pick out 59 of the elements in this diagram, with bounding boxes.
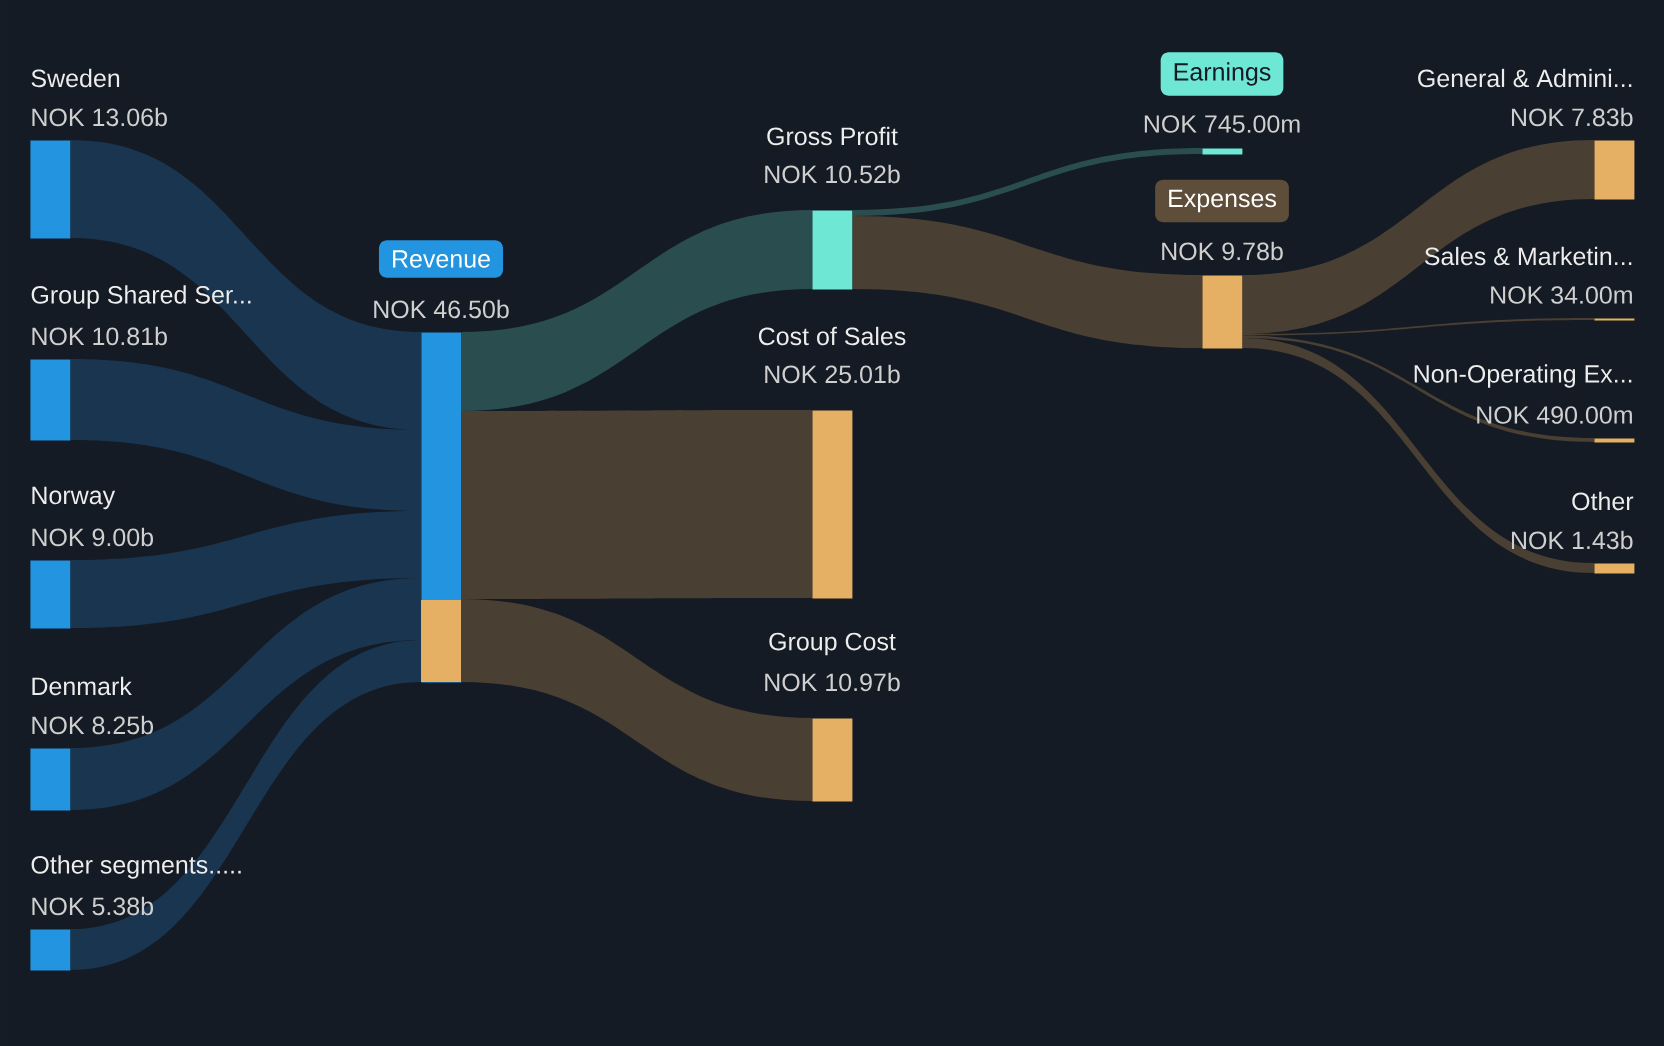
flow-band	[461, 599, 812, 801]
badge: Earnings	[1160, 52, 1284, 96]
flow-band	[1242, 335, 1594, 442]
value-label: NOK 46.50b	[374, 299, 509, 319]
flow-band	[852, 148, 1202, 216]
flow-band	[70, 140, 421, 430]
flow-band	[70, 359, 421, 511]
node-label: Gross Profit	[767, 126, 898, 146]
flow-bar	[1202, 148, 1243, 155]
value-label: NOK 34.00m	[1491, 286, 1632, 304]
node-label: Group Cost	[769, 632, 896, 656]
node-label: General & Admini...	[1418, 68, 1632, 88]
badge: Expenses	[1155, 179, 1289, 223]
value-label: NOK 745.00m	[1144, 115, 1300, 133]
node-label: Norway	[32, 486, 116, 510]
value-label: NOK 1.43b	[1511, 530, 1633, 550]
node-label: Sweden	[31, 68, 120, 88]
flow-bar	[30, 748, 71, 811]
node-label: Cost of Sales	[758, 326, 906, 346]
node-label: Group Shared Ser...	[31, 285, 251, 309]
value-label: NOK 10.81b	[32, 326, 167, 346]
flow-bar	[1202, 275, 1243, 349]
flow-band	[461, 410, 812, 599]
value-label: NOK 5.38b	[32, 896, 153, 916]
value-label: NOK 7.83b	[1511, 107, 1633, 127]
flow-bar	[30, 929, 71, 971]
flow-band	[1242, 140, 1594, 334]
value-label: NOK 10.97b	[765, 672, 900, 692]
value-label: NOK 9.78b	[1162, 241, 1283, 261]
flow-bar	[1594, 318, 1635, 321]
flow-bar	[421, 332, 462, 683]
value-label: NOK 8.25b	[32, 715, 153, 735]
node-label: Non-Operating Ex...	[1414, 364, 1632, 388]
node-label: Sales & Marketin...	[1424, 246, 1632, 266]
value-label: NOK 490.00m	[1477, 406, 1632, 424]
node-label: Other	[1572, 491, 1634, 511]
flow-bar	[1594, 438, 1635, 443]
flow-bar	[30, 359, 71, 441]
node-label: Denmark	[32, 676, 132, 696]
flow-bar	[812, 410, 853, 599]
flow-bar	[1594, 563, 1635, 574]
value-label: NOK 9.00b	[32, 527, 153, 547]
flow-band	[70, 511, 421, 628]
flow-band	[1242, 338, 1594, 573]
value-label: NOK 10.52b	[765, 164, 900, 184]
flow-bar	[30, 140, 71, 239]
flow-band	[1242, 318, 1594, 336]
value-label: NOK 25.01b	[765, 364, 900, 384]
flow-bar	[812, 210, 853, 290]
flow-bar	[1594, 140, 1635, 200]
flow-bar	[30, 560, 71, 629]
flow-band	[70, 640, 421, 970]
flow-band	[461, 210, 812, 411]
flow-bar	[812, 718, 853, 802]
value-label: NOK 13.06b	[32, 107, 167, 127]
node-label: Other segments.....	[31, 855, 241, 879]
badge: Revenue	[379, 240, 504, 278]
flow-band	[70, 578, 421, 810]
flow-band	[852, 216, 1202, 348]
